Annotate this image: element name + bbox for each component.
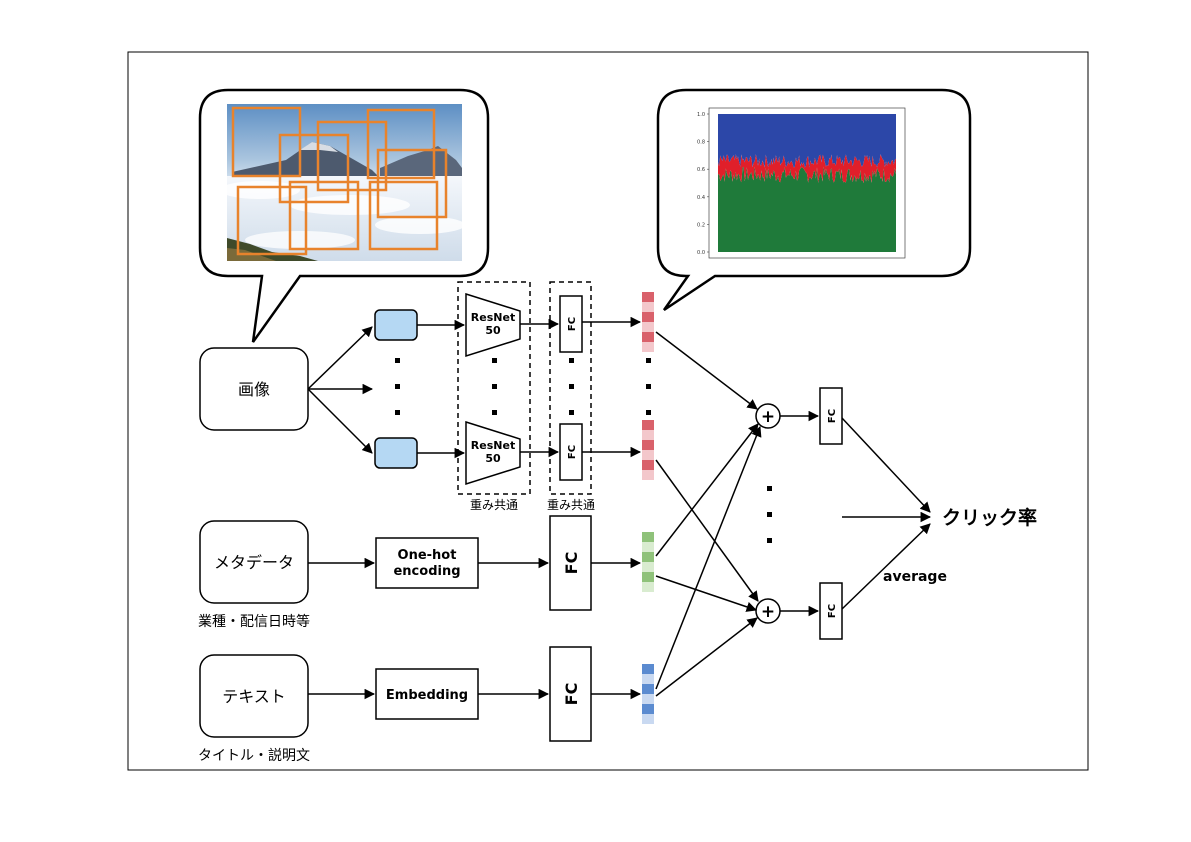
ellipsis-dots — [395, 358, 772, 543]
text-input-box — [199, 654, 309, 738]
text-feature-vector — [642, 664, 654, 724]
resnet-bottom-label-1: ResNet — [471, 439, 515, 452]
embedding-box — [375, 668, 479, 720]
chart-y-tick-label: 1.0 — [697, 112, 705, 118]
text-input-label: テキスト — [222, 687, 286, 706]
resnet-shared-caption: 重み共通 — [470, 498, 518, 512]
resnet-bottom-label-2: 50 — [485, 452, 501, 465]
image-input-label: 画像 — [238, 380, 270, 399]
chart-y-tick-label: 0.4 — [697, 195, 705, 201]
fc-text — [549, 646, 592, 742]
fc-small-top — [559, 295, 583, 353]
embedding-label: Embedding — [386, 688, 468, 703]
resnet-top-label-1: ResNet — [471, 311, 515, 324]
chart-y-tick-label: 0.0 — [697, 250, 705, 256]
landscape-photo — [220, 104, 465, 261]
chart-area-series-2 — [718, 154, 896, 183]
resnet-top-label-2: 50 — [485, 324, 501, 337]
fc-shared-group — [549, 281, 592, 495]
chart-area-series-3 — [718, 114, 896, 168]
crop-node-bottom — [374, 437, 418, 469]
metadata-input-label: メタデータ — [214, 553, 294, 572]
chart-plot-frame — [708, 107, 906, 259]
average-label: average — [883, 569, 947, 585]
chart-y-tick-label: 0.2 — [697, 222, 705, 228]
onehot-encoding-box — [375, 537, 479, 589]
fc-small-bottom-label: FC — [567, 445, 578, 459]
metadata-input-box — [199, 520, 309, 604]
resnet-shared-group — [457, 281, 531, 495]
chart-y-tick-label: 0.6 — [697, 167, 705, 173]
text-subtitle: タイトル・説明文 — [198, 748, 310, 764]
click-rate-output: クリック率 — [942, 506, 1037, 529]
metadata-subtitle: 業種・配信日時等 — [198, 613, 310, 630]
fc-shared-caption: 重み共通 — [547, 498, 595, 512]
fc-final-top-label: FC — [827, 409, 838, 423]
fc-final-bottom-label: FC — [827, 604, 838, 618]
onehot-label-1: One-hot — [398, 548, 457, 563]
resnet-block-bottom — [465, 420, 521, 486]
metadata-feature-vector — [642, 532, 654, 592]
concat-bottom-symbol: + — [761, 602, 775, 622]
image-feature-vector-bottom — [642, 420, 654, 480]
fc-small-top-label: FC — [567, 317, 578, 331]
image-feature-vector-top — [642, 292, 654, 352]
crop-boxes — [231, 106, 448, 256]
fc-metadata — [549, 515, 592, 611]
resnet-block-top — [465, 292, 521, 358]
onehot-label-2: encoding — [393, 564, 460, 579]
fc-metadata-label: FC — [562, 552, 581, 575]
connection-arrows — [307, 316, 932, 700]
fc-final-top — [819, 387, 843, 445]
stacked-area-chart: 0.0 0.2 0.4 0.6 0.8 1.0 — [697, 107, 906, 259]
fc-text-label: FC — [562, 683, 581, 706]
crop-node-top — [374, 309, 418, 341]
chart-area-series-1 — [718, 166, 896, 252]
chart-y-tick-label: 0.8 — [697, 140, 705, 146]
concat-top-symbol: + — [761, 407, 775, 427]
fc-final-bottom — [819, 582, 843, 640]
